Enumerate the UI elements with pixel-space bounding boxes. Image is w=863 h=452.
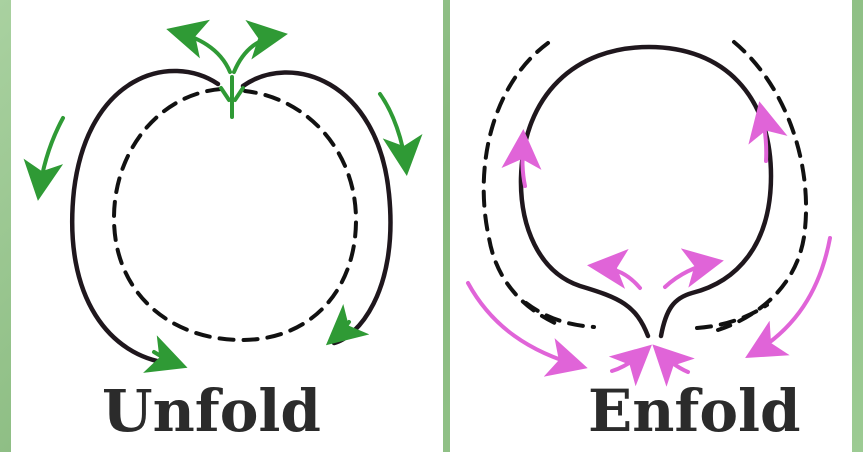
pink-arrow-inner-left — [595, 266, 640, 288]
unfold-stem — [221, 77, 243, 117]
unfold-label: Unfold — [102, 382, 321, 440]
unfold-diagram — [39, 31, 406, 365]
pink-arrow-inner-right — [665, 262, 716, 287]
enfold-diagram — [468, 42, 830, 372]
enfold-circle-left — [521, 47, 771, 336]
pink-arrow-right-up — [761, 109, 766, 161]
pink-arrow-left-up — [522, 137, 525, 186]
unfold-outer-curve-left — [72, 71, 218, 363]
enfold-dashed-bottom-left — [526, 303, 594, 327]
unfold-outer-curve-right — [243, 72, 390, 343]
pink-arrow-bottom-left — [612, 350, 646, 371]
enfold-dashed-bottom-right — [697, 305, 767, 328]
green-arrow-top-left — [174, 31, 230, 72]
green-arrow-left — [39, 118, 63, 193]
pink-arrow-bottom-right — [658, 350, 688, 372]
unfold-inner-dashed-circle — [114, 89, 356, 340]
pink-arrow-outer-left — [468, 283, 580, 366]
pink-arrow-outer-right — [752, 238, 830, 354]
enfold-dashed-right — [718, 42, 806, 330]
enfold-label: Enfold — [588, 382, 801, 440]
green-arrow-top-right — [234, 35, 280, 72]
